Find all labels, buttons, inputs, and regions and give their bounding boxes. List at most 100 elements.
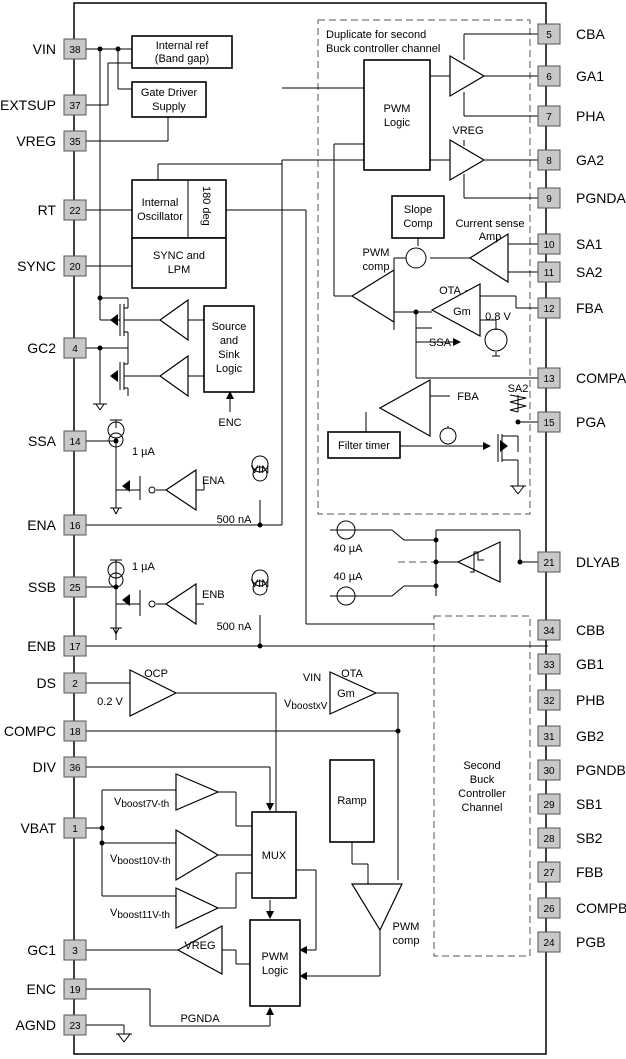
pin-number: 24 [543,938,555,949]
wiring [86,33,548,1043]
v08-label: 0.8 V [485,311,511,323]
vreg-a-label: VREG [452,125,483,137]
pin-label: ENA [27,517,56,533]
source-sink-line2: and [220,335,238,347]
pin-label: GB2 [576,728,604,744]
ua40-b-label: 40 µA [334,571,364,583]
pin-label: SSB [28,579,56,595]
duplicate-line2: Buck controller channel [326,43,440,55]
pwm-logic-a-line2: Logic [384,117,411,129]
pin-label: GC2 [27,340,56,356]
pin-number: 10 [543,240,555,251]
internal-osc-line1: Internal [142,197,179,209]
pin-number: 19 [69,985,81,996]
pin-label: COMPA [576,370,626,386]
internal-ref-line2: (Band gap) [155,53,209,65]
ua40-a-label: 40 µA [334,543,364,555]
pin-label: VREG [16,133,56,149]
pwm-logic-a-line1: PWM [384,103,411,115]
pin-div: 36 DIV [33,756,87,778]
pwm-comp-c-line1: PWM [393,921,420,933]
ssb-buffer [164,582,197,626]
pin-extsup: 37 EXTSUP [0,94,87,116]
ramp-block [329,759,375,843]
current-sense-amp [468,232,509,284]
pin-label: CBB [576,622,605,638]
pin-number: 18 [69,727,81,738]
pin-number: 38 [69,45,81,56]
vboost11-label: Vboost11V-th [110,907,170,921]
ocp-label: OCP [144,668,168,680]
pin-number: 36 [69,763,81,774]
pin-number: 6 [546,72,552,83]
pin-label: SA2 [576,264,603,280]
pin-number: 9 [546,194,552,205]
pin-number: 3 [72,946,78,957]
mux-block [251,811,297,899]
gate-driver-line1: Gate Driver [141,87,198,99]
driver-ga2 [449,138,486,182]
internal-osc-line2: Oscillator [137,211,183,223]
current-sense-line1: Current sense [455,218,524,230]
vin-a-label: VIN [251,464,269,476]
v02-label: 0.2 V [97,696,123,708]
dlyab-schmitt-buffer [456,541,501,583]
second-channel-region [433,615,531,957]
ssa-buffer [164,468,197,512]
pwm-logic-c-line1: PWM [262,951,289,963]
driver-ga1 [449,54,486,98]
pin-label: AGND [16,1017,56,1033]
pin-label: DLYAB [576,554,620,570]
source-sink-line3: Sink [218,349,240,361]
vin-b-label: VIN [251,578,269,590]
pin-label: RT [38,202,57,218]
pwm-comp-a-line1: PWM [363,247,390,259]
pin-number: 33 [543,660,555,671]
second-channel-line4: Channel [462,802,503,814]
filter-timer-block [327,431,401,459]
second-channel-line3: Controller [458,788,506,800]
pwm-logic-c-block [249,919,301,1007]
deg180-label: 180 deg [200,186,212,226]
sync-lpm-block [131,237,227,289]
pin-number: 30 [543,766,555,777]
second-channel-line1: Second [463,760,500,772]
pin-label: GA2 [576,152,604,168]
pin-label: SSA [28,433,57,449]
sync-lpm-line2: LPM [168,264,191,276]
pin-number: 15 [543,418,555,429]
pin-number: 28 [543,834,555,845]
pin-number: 12 [543,304,555,315]
pin-number: 29 [543,800,555,811]
ua1-a-label: 1 µA [132,446,156,458]
pin-ds: 2DS [37,672,87,694]
pin-number: 37 [69,101,81,112]
components [97,46,527,846]
gc2-buffer-bottom [158,354,189,398]
source-sink-logic-block [203,305,255,393]
pin-label: PHB [576,692,605,708]
pin-label: ENB [27,638,56,654]
pin-number: 8 [546,156,552,167]
block-text: Internal ref (Band gap) Gate Driver Supp… [137,29,506,977]
gc2-buffer-top [158,298,189,342]
gate-driver-supply-block [131,81,207,118]
pin-label: DIV [33,759,57,775]
mux-label: MUX [262,850,287,862]
pin-label: PHA [576,108,605,124]
pin-label: EXTSUP [0,97,56,113]
